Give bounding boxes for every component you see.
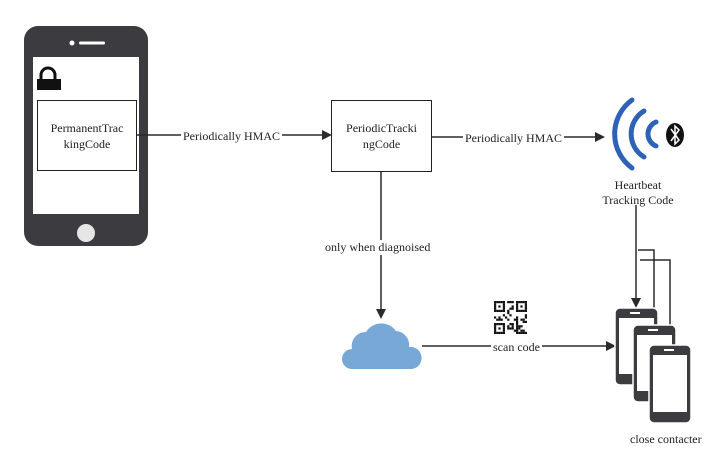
edge-label-hmac-2: Periodically HMAC (463, 131, 564, 146)
edge-heartbeat-to-phones (631, 205, 675, 348)
cloud-icon (342, 323, 422, 369)
edge-label-hmac-1: Periodically HMAC (181, 129, 282, 144)
edge-label-diagnosed: only when diagnoised (323, 240, 433, 255)
smartphone-stack-icon (614, 307, 692, 424)
permanent-tracking-code-node: PermanentTrac kingCode (37, 100, 137, 171)
heartbeat-label-line1: Heartbeat (614, 178, 662, 192)
heartbeat-label: Heartbeat Tracking Code (599, 178, 677, 208)
heartbeat-label-line2: Tracking Code (602, 193, 674, 207)
broadcast-wave-icon (612, 97, 659, 171)
qr-code-icon (494, 301, 527, 334)
close-contacter-label: close contacter (630, 432, 702, 446)
periodic-tracking-code-node: PeriodicTracki ngCode (331, 100, 432, 172)
lock-icon (37, 66, 61, 90)
edge-label-scan: scan code (491, 340, 542, 355)
bluetooth-icon (666, 123, 684, 147)
